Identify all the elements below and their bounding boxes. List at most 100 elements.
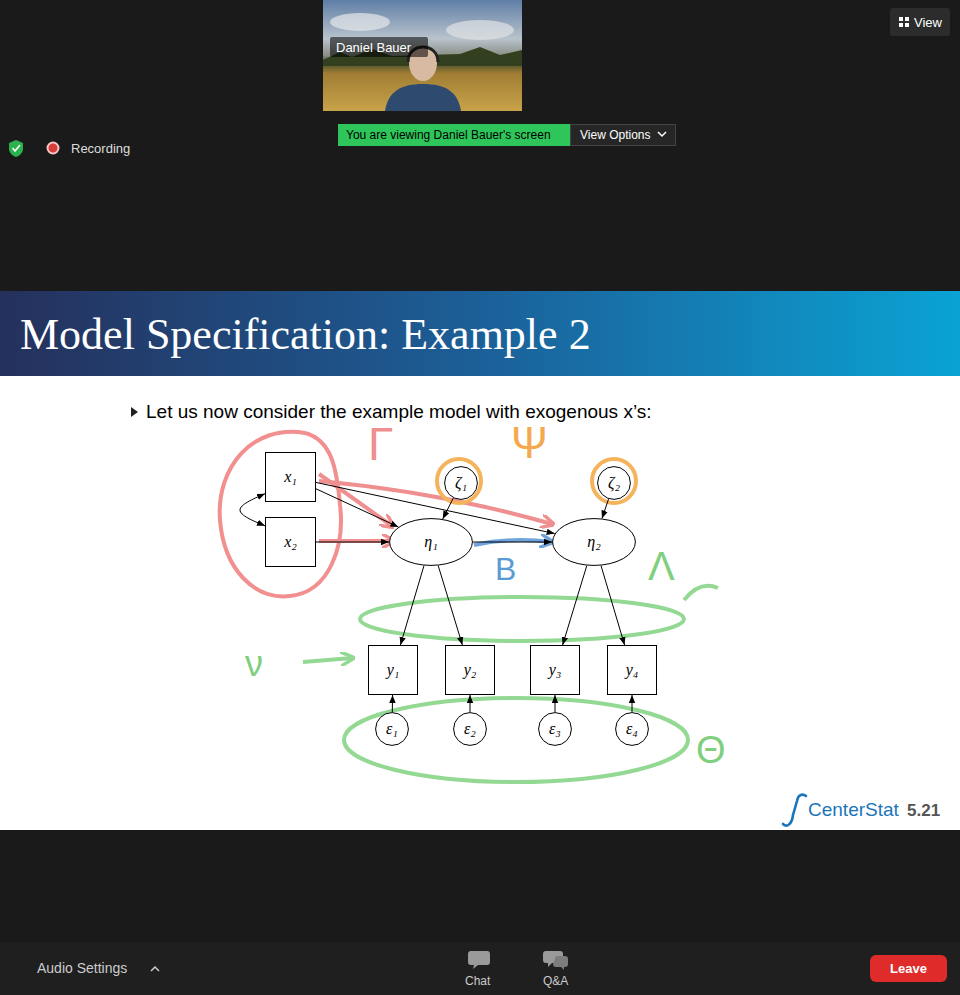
disturbance-circle: ζ₁ (444, 466, 478, 500)
grid-cell (905, 23, 909, 27)
slide-title: Model Specification: Example 2 (20, 313, 591, 357)
button-label: Leave (870, 962, 947, 975)
video-frame (323, 0, 522, 111)
cloud (330, 13, 390, 31)
participant-name: Daniel Bauer (336, 41, 411, 54)
disturbance-circle: ζ₂ (597, 466, 631, 500)
slide-header-bar (0, 291, 960, 376)
check-mark (13, 145, 21, 151)
banner-text: You are viewing Daniel Bauer's screen (346, 129, 551, 141)
node-label: ζ₂ (608, 474, 620, 492)
pen-annotation: Θ (696, 731, 726, 769)
shape-outline (539, 713, 572, 746)
chevron-down (658, 132, 666, 136)
grid-cell (905, 17, 909, 21)
name-tag (330, 37, 428, 57)
pen-annotation: B (495, 553, 516, 585)
node-label: y₄ (626, 661, 639, 679)
node-label: y₃ (549, 661, 562, 679)
error-circle: ε₁ (375, 712, 409, 746)
path-arrow (400, 566, 424, 645)
node-label: η₁ (424, 533, 438, 551)
node-label: ε₃ (549, 720, 561, 738)
shape-outline (553, 519, 636, 566)
shape-outline (445, 467, 478, 500)
path-arrow (443, 498, 454, 519)
node-label: y₁ (387, 661, 400, 679)
observed-box: x₁ (265, 452, 316, 502)
slide-body (0, 376, 960, 830)
error-circle: ε₄ (615, 712, 649, 746)
path-arrow (470, 695, 471, 712)
node-label: ε₂ (464, 720, 476, 738)
node-label: ε₁ (386, 720, 398, 738)
leave-button (870, 955, 947, 982)
pen-circle (592, 459, 636, 503)
pen-annotation: Λ (648, 546, 675, 586)
shape-outline (390, 519, 473, 566)
node-label: x₁ (284, 468, 297, 486)
path-arrow (563, 566, 587, 645)
view-options-button (571, 125, 676, 146)
logo-text: CenterStat (808, 800, 899, 819)
shape-outline (454, 713, 487, 746)
pen-arrow (474, 540, 551, 545)
path-arrow (438, 566, 462, 645)
person-shirt (385, 84, 461, 111)
covariance-arrow (240, 494, 265, 526)
indicator-box: y₂ (445, 645, 495, 695)
path-arrow (392, 695, 393, 712)
shape-outline (598, 467, 631, 500)
observed-box: x₂ (265, 517, 316, 567)
button-label: View (914, 16, 942, 29)
video-thumbnail (323, 0, 522, 111)
button-label: View Options (580, 129, 650, 141)
error-circle: ε₃ (538, 712, 572, 746)
shape-outline (376, 713, 409, 746)
bullet-text: Let us now consider the example model wi… (146, 402, 652, 421)
path-arrow (602, 499, 609, 518)
shape-outline (616, 713, 649, 746)
pen-annotation: ν (245, 646, 263, 682)
chevron-up (151, 967, 159, 971)
path-arrow (316, 542, 389, 543)
path-arrow (473, 542, 552, 543)
pen-arrow (303, 658, 352, 662)
integral-logo (783, 795, 806, 826)
path-arrow (632, 695, 633, 712)
record-dot (48, 143, 59, 154)
toolbar-label: Q&A (543, 975, 568, 987)
status-text: Recording (71, 142, 130, 155)
path-arrow (316, 489, 398, 527)
chat-icon (468, 951, 490, 969)
node-label: η₂ (587, 533, 601, 551)
error-circle: ε₂ (453, 712, 487, 746)
pen-annotation: Γ (368, 421, 393, 467)
pen-loop (344, 698, 688, 782)
shield-icon (9, 140, 23, 157)
node-label: ε₄ (626, 720, 638, 738)
grid-cell (899, 17, 903, 21)
slide-number: 5.21 (907, 802, 940, 819)
indicator-box: y₄ (607, 645, 657, 695)
path-arrow (601, 566, 625, 645)
pen-arrow (319, 481, 552, 524)
pen-annotation: Ψ (511, 421, 548, 465)
pen-stroke (684, 586, 718, 600)
qa-icon (553, 956, 568, 970)
node-label: ζ₁ (455, 474, 467, 492)
indicator-box: y₁ (368, 645, 418, 695)
latent-ellipse: η₂ (552, 518, 636, 566)
view-button (890, 8, 950, 36)
path-arrow (555, 695, 556, 712)
bullet-triangle (131, 407, 138, 417)
cloud (446, 20, 514, 40)
toolbar-label: Audio Settings (37, 961, 127, 975)
grid-icon (899, 17, 909, 27)
latent-ellipse: η₁ (389, 518, 473, 566)
toolbar-label: Chat (465, 975, 490, 987)
